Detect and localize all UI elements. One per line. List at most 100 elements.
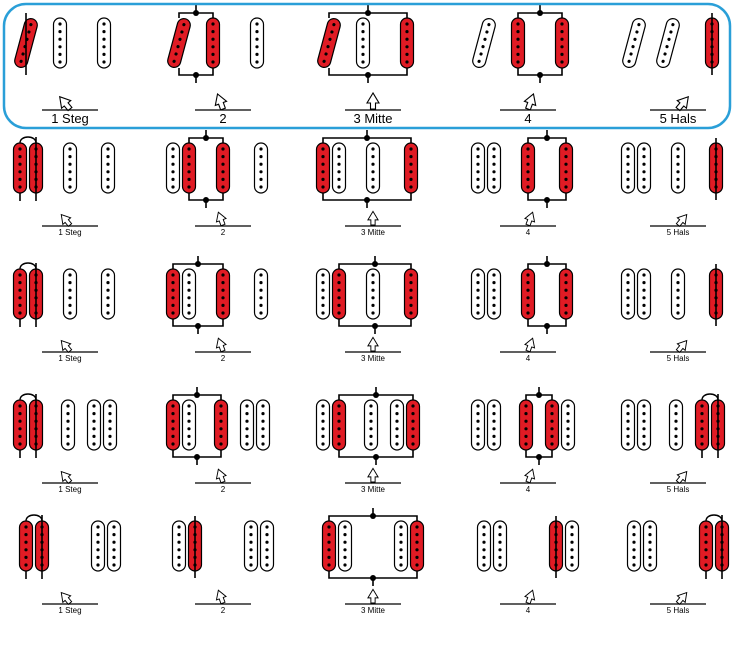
inactive-pickup [355, 17, 371, 69]
switch-arrow-icon [60, 591, 73, 606]
switch-arrow-icon [524, 211, 536, 227]
switch-position-cell: 3 Mitte [315, 130, 419, 237]
active-pickup [213, 399, 229, 451]
active-pickup [12, 142, 28, 194]
inactive-pickup [492, 520, 508, 572]
active-pickup [315, 142, 331, 194]
switch-position-cell: 3 Mitte [321, 508, 425, 615]
inactive-pickup [670, 142, 686, 194]
active-pickup [403, 142, 419, 194]
active-pickup [405, 399, 421, 451]
inactive-pickup [365, 142, 381, 194]
switch-arrow-icon [367, 336, 379, 352]
switch-position-cell: 5 Hals [620, 393, 726, 494]
switch-position-cell: 5 Hals [622, 13, 720, 126]
active-pickup [321, 520, 337, 572]
switch-position-label: 1 Steg [58, 228, 81, 237]
active-pickup [409, 520, 425, 572]
switch-arrow-icon [59, 95, 73, 112]
switch-position-cell: 2 [165, 387, 271, 494]
inactive-pickup [636, 268, 652, 320]
switch-position-label: 3 Mitte [361, 606, 386, 615]
switch-position-cell: 4 [472, 5, 570, 126]
active-pickup [215, 268, 231, 320]
switch-position-label: 2 [221, 354, 226, 363]
switch-arrow-icon [523, 92, 537, 111]
inactive-pickup [636, 142, 652, 194]
series-wire [701, 393, 719, 401]
inactive-pickup [564, 520, 580, 572]
inactive-pickup [560, 399, 576, 451]
inactive-pickup [331, 142, 347, 194]
active-pickup [510, 17, 526, 69]
active-pickup [317, 18, 341, 68]
switch-position-label: 4 [526, 354, 531, 363]
inactive-pickup [62, 268, 78, 320]
inactive-pickup [102, 399, 118, 451]
switch-position-cell: 3 Mitte [315, 256, 419, 363]
active-pickup [331, 399, 347, 451]
switch-position-cell: 1 Steg [14, 13, 112, 126]
inactive-pickup [622, 18, 646, 68]
switch-arrow-icon [366, 91, 380, 110]
active-pickup [558, 142, 574, 194]
active-pickup [331, 268, 347, 320]
switch-arrow-icon [215, 468, 227, 484]
inactive-pickup [86, 399, 102, 451]
active-pickup [215, 142, 231, 194]
switch-position-cell: 4 [470, 130, 574, 237]
inactive-pickup [62, 142, 78, 194]
inactive-pickup [636, 399, 652, 451]
inactive-pickup [239, 399, 255, 451]
switch-position-label: 2 [219, 111, 226, 126]
series-wire [19, 393, 37, 401]
switch-arrow-icon [60, 470, 73, 485]
active-pickup [520, 268, 536, 320]
active-pickup [12, 399, 28, 451]
switch-position-label: 3 Mitte [361, 228, 386, 237]
inactive-pickup [337, 520, 353, 572]
inactive-pickup [100, 268, 116, 320]
inactive-pickup [365, 268, 381, 320]
inactive-pickup [255, 399, 271, 451]
switch-arrow-icon [214, 92, 228, 111]
inactive-pickup [389, 399, 405, 451]
series-wire [705, 514, 723, 522]
switch-position-label: 5 Hals [667, 606, 690, 615]
active-pickup [18, 520, 34, 572]
switch-position-cell: 2 [167, 5, 265, 126]
switch-arrow-icon [215, 589, 227, 605]
active-pickup [403, 268, 419, 320]
switch-position-cell: 2 [165, 130, 269, 237]
switch-position-label: 5 Hals [667, 485, 690, 494]
switch-position-label: 4 [526, 228, 531, 237]
inactive-pickup [626, 520, 642, 572]
switch-position-cell: 2 [165, 256, 269, 363]
inactive-pickup [470, 268, 486, 320]
switch-arrow-icon [675, 213, 688, 228]
switch-position-label: 1 Steg [51, 111, 89, 126]
inactive-pickup [620, 142, 636, 194]
switch-position-label: 1 Steg [58, 606, 81, 615]
inactive-pickup [249, 17, 265, 69]
inactive-pickup [668, 399, 684, 451]
switch-position-label: 2 [221, 606, 226, 615]
switch-position-cell: 1 Steg [12, 262, 116, 363]
switch-arrow-icon [524, 337, 536, 353]
switch-arrow-icon [215, 211, 227, 227]
switch-position-cell: 5 Hals [620, 138, 724, 237]
wiring-row: 1 Steg 2 3 Mitte 4 5 Hals [12, 130, 724, 237]
switch-position-cell: 3 Mitte [317, 5, 415, 126]
switch-position-cell: 5 Hals [626, 514, 730, 615]
active-pickup [399, 17, 415, 69]
switch-position-cell: 5 Hals [620, 264, 724, 363]
switch-position-label: 5 Hals [660, 111, 697, 126]
active-pickup [554, 17, 570, 69]
switch-arrow-icon [367, 210, 379, 226]
switch-arrow-icon [60, 213, 73, 228]
inactive-pickup [100, 142, 116, 194]
inactive-pickup [470, 142, 486, 194]
switch-position-cell: 3 Mitte [315, 387, 421, 494]
